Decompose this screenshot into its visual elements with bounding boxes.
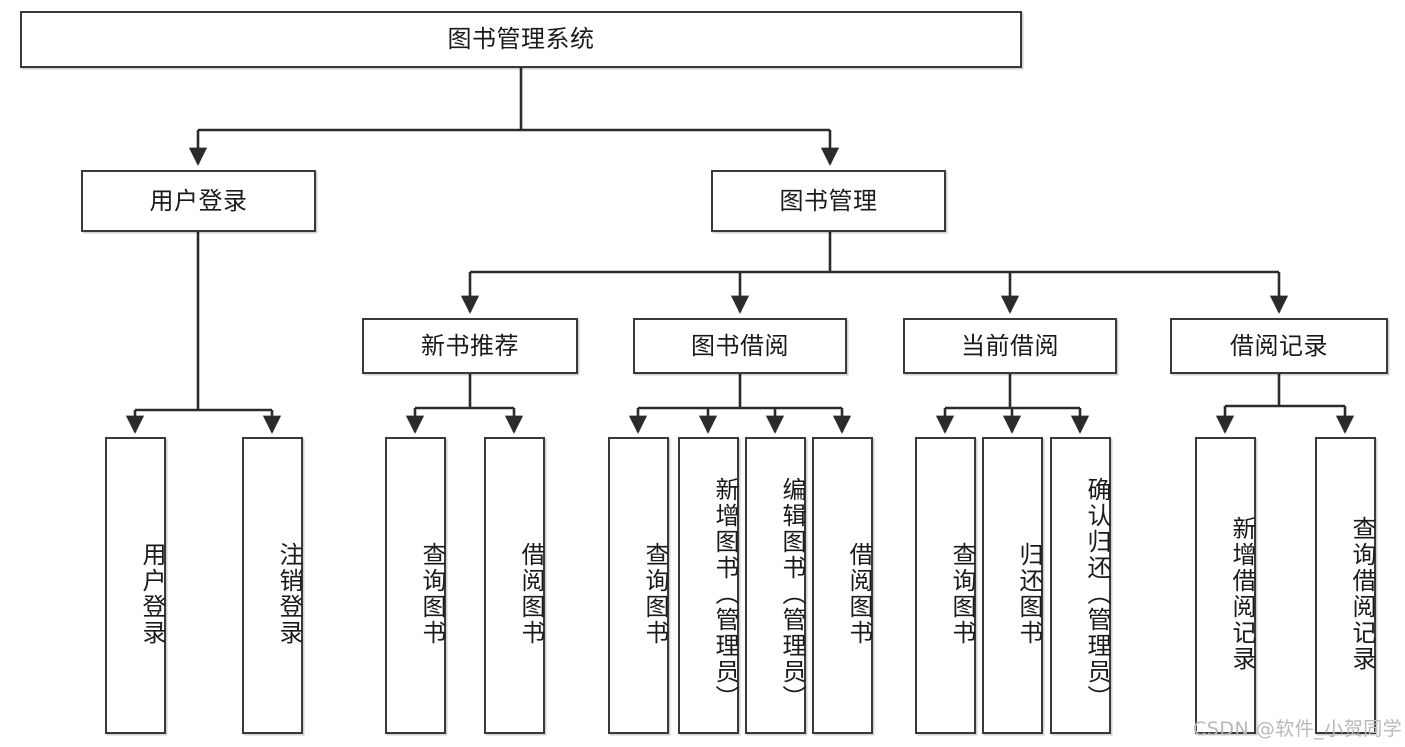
leaf-book-borrow-query-label: 查询图书 [641,541,669,646]
leaf-new-book-query-label: 查询图书 [418,541,446,646]
node-root-system-label: 图书管理系统 [447,25,595,54]
node-user-login-label: 用户登录 [149,186,248,215]
node-current-borrow-label: 当前借阅 [961,331,1059,360]
leaf-borrow-record-add[interactable]: 新增借阅记录 [1195,437,1256,734]
node-book-management-label: 图书管理 [779,186,878,215]
leaf-new-book-borrow-label: 借阅图书 [517,541,545,646]
leaf-book-borrow-edit[interactable]: 编辑图书（管理员） [745,437,806,734]
leaf-current-borrow-return-label: 归还图书 [1015,541,1043,646]
leaf-book-borrow-borrow-label: 借阅图书 [845,541,873,646]
node-root-system[interactable]: 图书管理系统 [20,11,1022,68]
node-current-borrow[interactable]: 当前借阅 [903,318,1117,374]
node-new-book-recommend[interactable]: 新书推荐 [362,318,578,374]
leaf-new-book-borrow[interactable]: 借阅图书 [484,437,545,734]
leaf-current-borrow-confirm-return-label: 确认归还（管理员） [1083,476,1111,711]
leaf-book-borrow-borrow[interactable]: 借阅图书 [812,437,873,734]
leaf-user-login-logout[interactable]: 注销登录 [242,437,303,734]
leaf-borrow-record-query[interactable]: 查询借阅记录 [1315,437,1376,734]
leaf-borrow-record-query-label: 查询借阅记录 [1348,515,1376,672]
leaf-book-borrow-edit-label: 编辑图书（管理员） [778,476,806,711]
node-borrow-record[interactable]: 借阅记录 [1170,318,1388,374]
leaf-new-book-query[interactable]: 查询图书 [385,437,446,734]
node-book-borrow[interactable]: 图书借阅 [633,318,847,374]
leaf-current-borrow-query-label: 查询图书 [948,541,976,646]
node-book-management[interactable]: 图书管理 [711,170,946,232]
leaf-current-borrow-return[interactable]: 归还图书 [982,437,1043,734]
node-book-borrow-label: 图书借阅 [691,331,789,360]
leaf-borrow-record-add-label: 新增借阅记录 [1228,515,1256,672]
leaf-user-login-login[interactable]: 用户登录 [105,437,166,734]
leaf-book-borrow-query[interactable]: 查询图书 [608,437,669,734]
csdn-watermark: CSDN @软件_小贺同学 [1193,718,1403,740]
node-borrow-record-label: 借阅记录 [1230,331,1328,360]
node-new-book-recommend-label: 新书推荐 [421,331,519,360]
node-user-login[interactable]: 用户登录 [81,170,316,232]
leaf-user-login-logout-label: 注销登录 [275,541,303,646]
leaf-current-borrow-confirm-return[interactable]: 确认归还（管理员） [1050,437,1111,734]
leaf-book-borrow-add-label: 新增图书（管理员） [711,476,739,711]
leaf-book-borrow-add[interactable]: 新增图书（管理员） [678,437,739,734]
leaf-current-borrow-query[interactable]: 查询图书 [915,437,976,734]
leaf-user-login-login-label: 用户登录 [138,541,166,646]
